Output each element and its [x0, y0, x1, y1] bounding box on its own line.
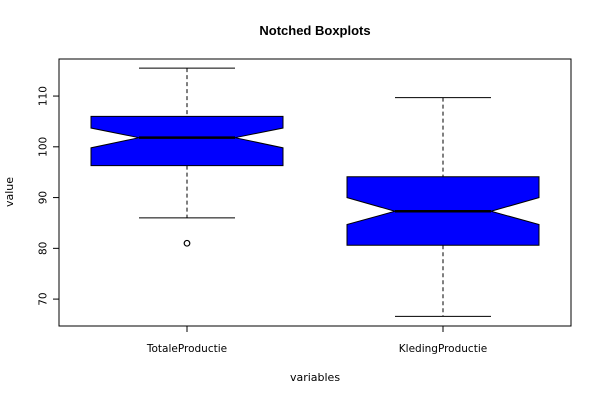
boxes [90, 67, 540, 317]
y-tick-label: 70 [38, 292, 50, 305]
chart-title: Notched Boxplots [259, 23, 370, 38]
y-axis: 70 80 90 100 110 [38, 86, 60, 306]
y-tick-label: 100 [38, 137, 50, 157]
y-tick-label: 110 [38, 86, 50, 106]
outlier-point [183, 239, 191, 247]
y-tick-label: 80 [38, 242, 50, 255]
x-tick-label: KledingProductie [399, 343, 487, 355]
box-KledingProductie [346, 97, 540, 317]
y-tick-label: 90 [38, 191, 50, 204]
notched-box [90, 115, 284, 167]
x-axis: TotaleProductie KledingProductie [146, 325, 487, 355]
x-axis-label: variables [290, 371, 340, 384]
x-tick-label: TotaleProductie [146, 343, 227, 355]
box-TotaleProductie [90, 67, 284, 247]
y-axis-label: value [3, 177, 16, 207]
